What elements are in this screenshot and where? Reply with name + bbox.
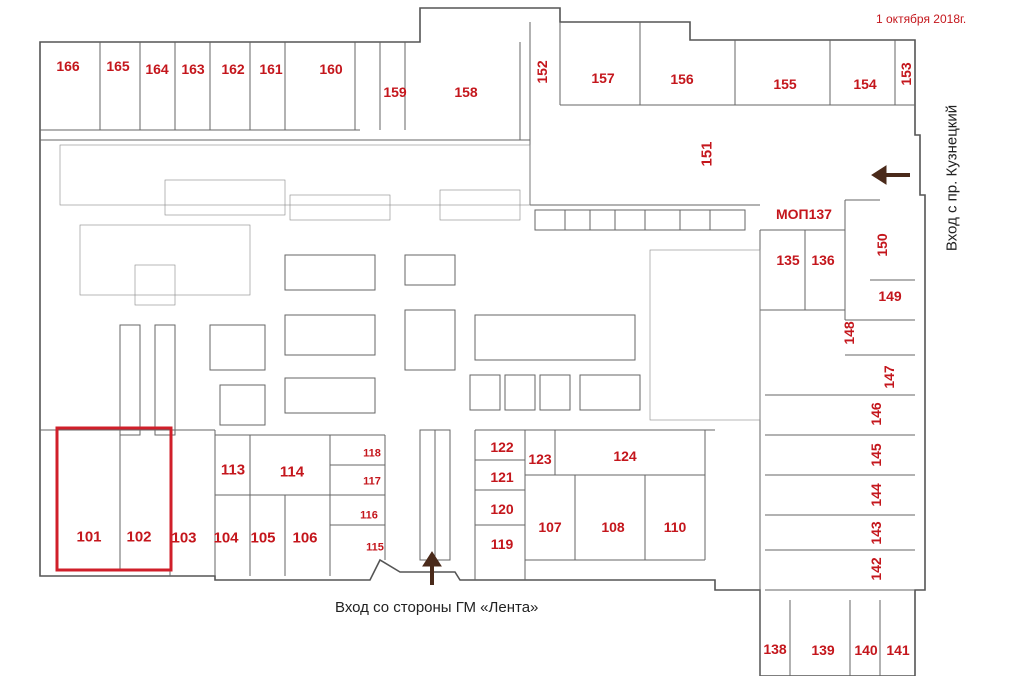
room-101[interactable]: 101	[76, 528, 102, 546]
room-148[interactable]: 148	[841, 321, 857, 345]
room-153[interactable]: 153	[898, 62, 914, 86]
room-103[interactable]: 103	[171, 529, 197, 547]
room-107[interactable]: 107	[538, 519, 562, 535]
room-118[interactable]: 118	[363, 447, 381, 460]
room-113[interactable]: 113	[220, 461, 246, 479]
room-145[interactable]: 145	[868, 443, 884, 467]
room-106[interactable]: 106	[292, 529, 318, 547]
room-143[interactable]: 143	[868, 521, 884, 545]
room-102[interactable]: 102	[126, 528, 152, 546]
room-151[interactable]: 151	[698, 141, 716, 167]
building-outline	[39, 7, 926, 676]
room-146[interactable]: 146	[868, 402, 884, 426]
room-161[interactable]: 161	[259, 61, 283, 77]
room-140[interactable]: 140	[854, 642, 878, 658]
mop-label: МОП137	[776, 206, 832, 222]
room-116[interactable]: 116	[360, 509, 378, 522]
room-144[interactable]: 144	[868, 483, 884, 507]
room-156[interactable]: 156	[670, 71, 694, 87]
room-117[interactable]: 117	[363, 475, 381, 488]
room-119[interactable]: 119	[490, 536, 514, 552]
date-label: 1 октября 2018г.	[876, 12, 967, 26]
room-142[interactable]: 142	[868, 557, 884, 581]
highlight-frame	[55, 426, 173, 572]
room-149[interactable]: 149	[878, 288, 902, 304]
room-110[interactable]: 110	[663, 519, 687, 535]
room-166[interactable]: 166	[56, 58, 80, 74]
room-108[interactable]: 108	[601, 519, 625, 535]
room-123[interactable]: 123	[528, 451, 552, 467]
room-164[interactable]: 164	[145, 61, 169, 77]
room-104[interactable]: 104	[213, 529, 239, 547]
room-154[interactable]: 154	[853, 76, 877, 92]
room-147[interactable]: 147	[881, 365, 897, 389]
room-136[interactable]: 136	[811, 252, 835, 268]
room-155[interactable]: 155	[773, 76, 797, 92]
room-135[interactable]: 135	[776, 252, 800, 268]
room-122[interactable]: 122	[490, 439, 514, 455]
room-115[interactable]: 115	[366, 541, 384, 554]
room-124[interactable]: 124	[613, 448, 637, 464]
room-141[interactable]: 141	[886, 642, 910, 658]
room-152[interactable]: 152	[534, 60, 550, 84]
room-121[interactable]: 121	[490, 469, 514, 485]
room-120[interactable]: 120	[490, 501, 514, 517]
room-159[interactable]: 159	[383, 84, 407, 100]
room-157[interactable]: 157	[591, 70, 615, 86]
entrance-label-kuznetsky: Вход с пр. Кузнецкий	[943, 104, 961, 252]
room-114[interactable]: 114	[279, 463, 305, 481]
room-162[interactable]: 162	[221, 61, 245, 77]
room-163[interactable]: 163	[181, 61, 205, 77]
room-105[interactable]: 105	[250, 529, 276, 547]
room-139[interactable]: 139	[811, 642, 835, 658]
room-138[interactable]: 138	[763, 641, 787, 657]
room-165[interactable]: 165	[106, 58, 130, 74]
room-158[interactable]: 158	[454, 84, 478, 100]
room-160[interactable]: 160	[319, 61, 343, 77]
entrance-label-lenta: Вход со стороны ГМ «Лента»	[335, 599, 539, 616]
room-150[interactable]: 150	[874, 233, 890, 257]
